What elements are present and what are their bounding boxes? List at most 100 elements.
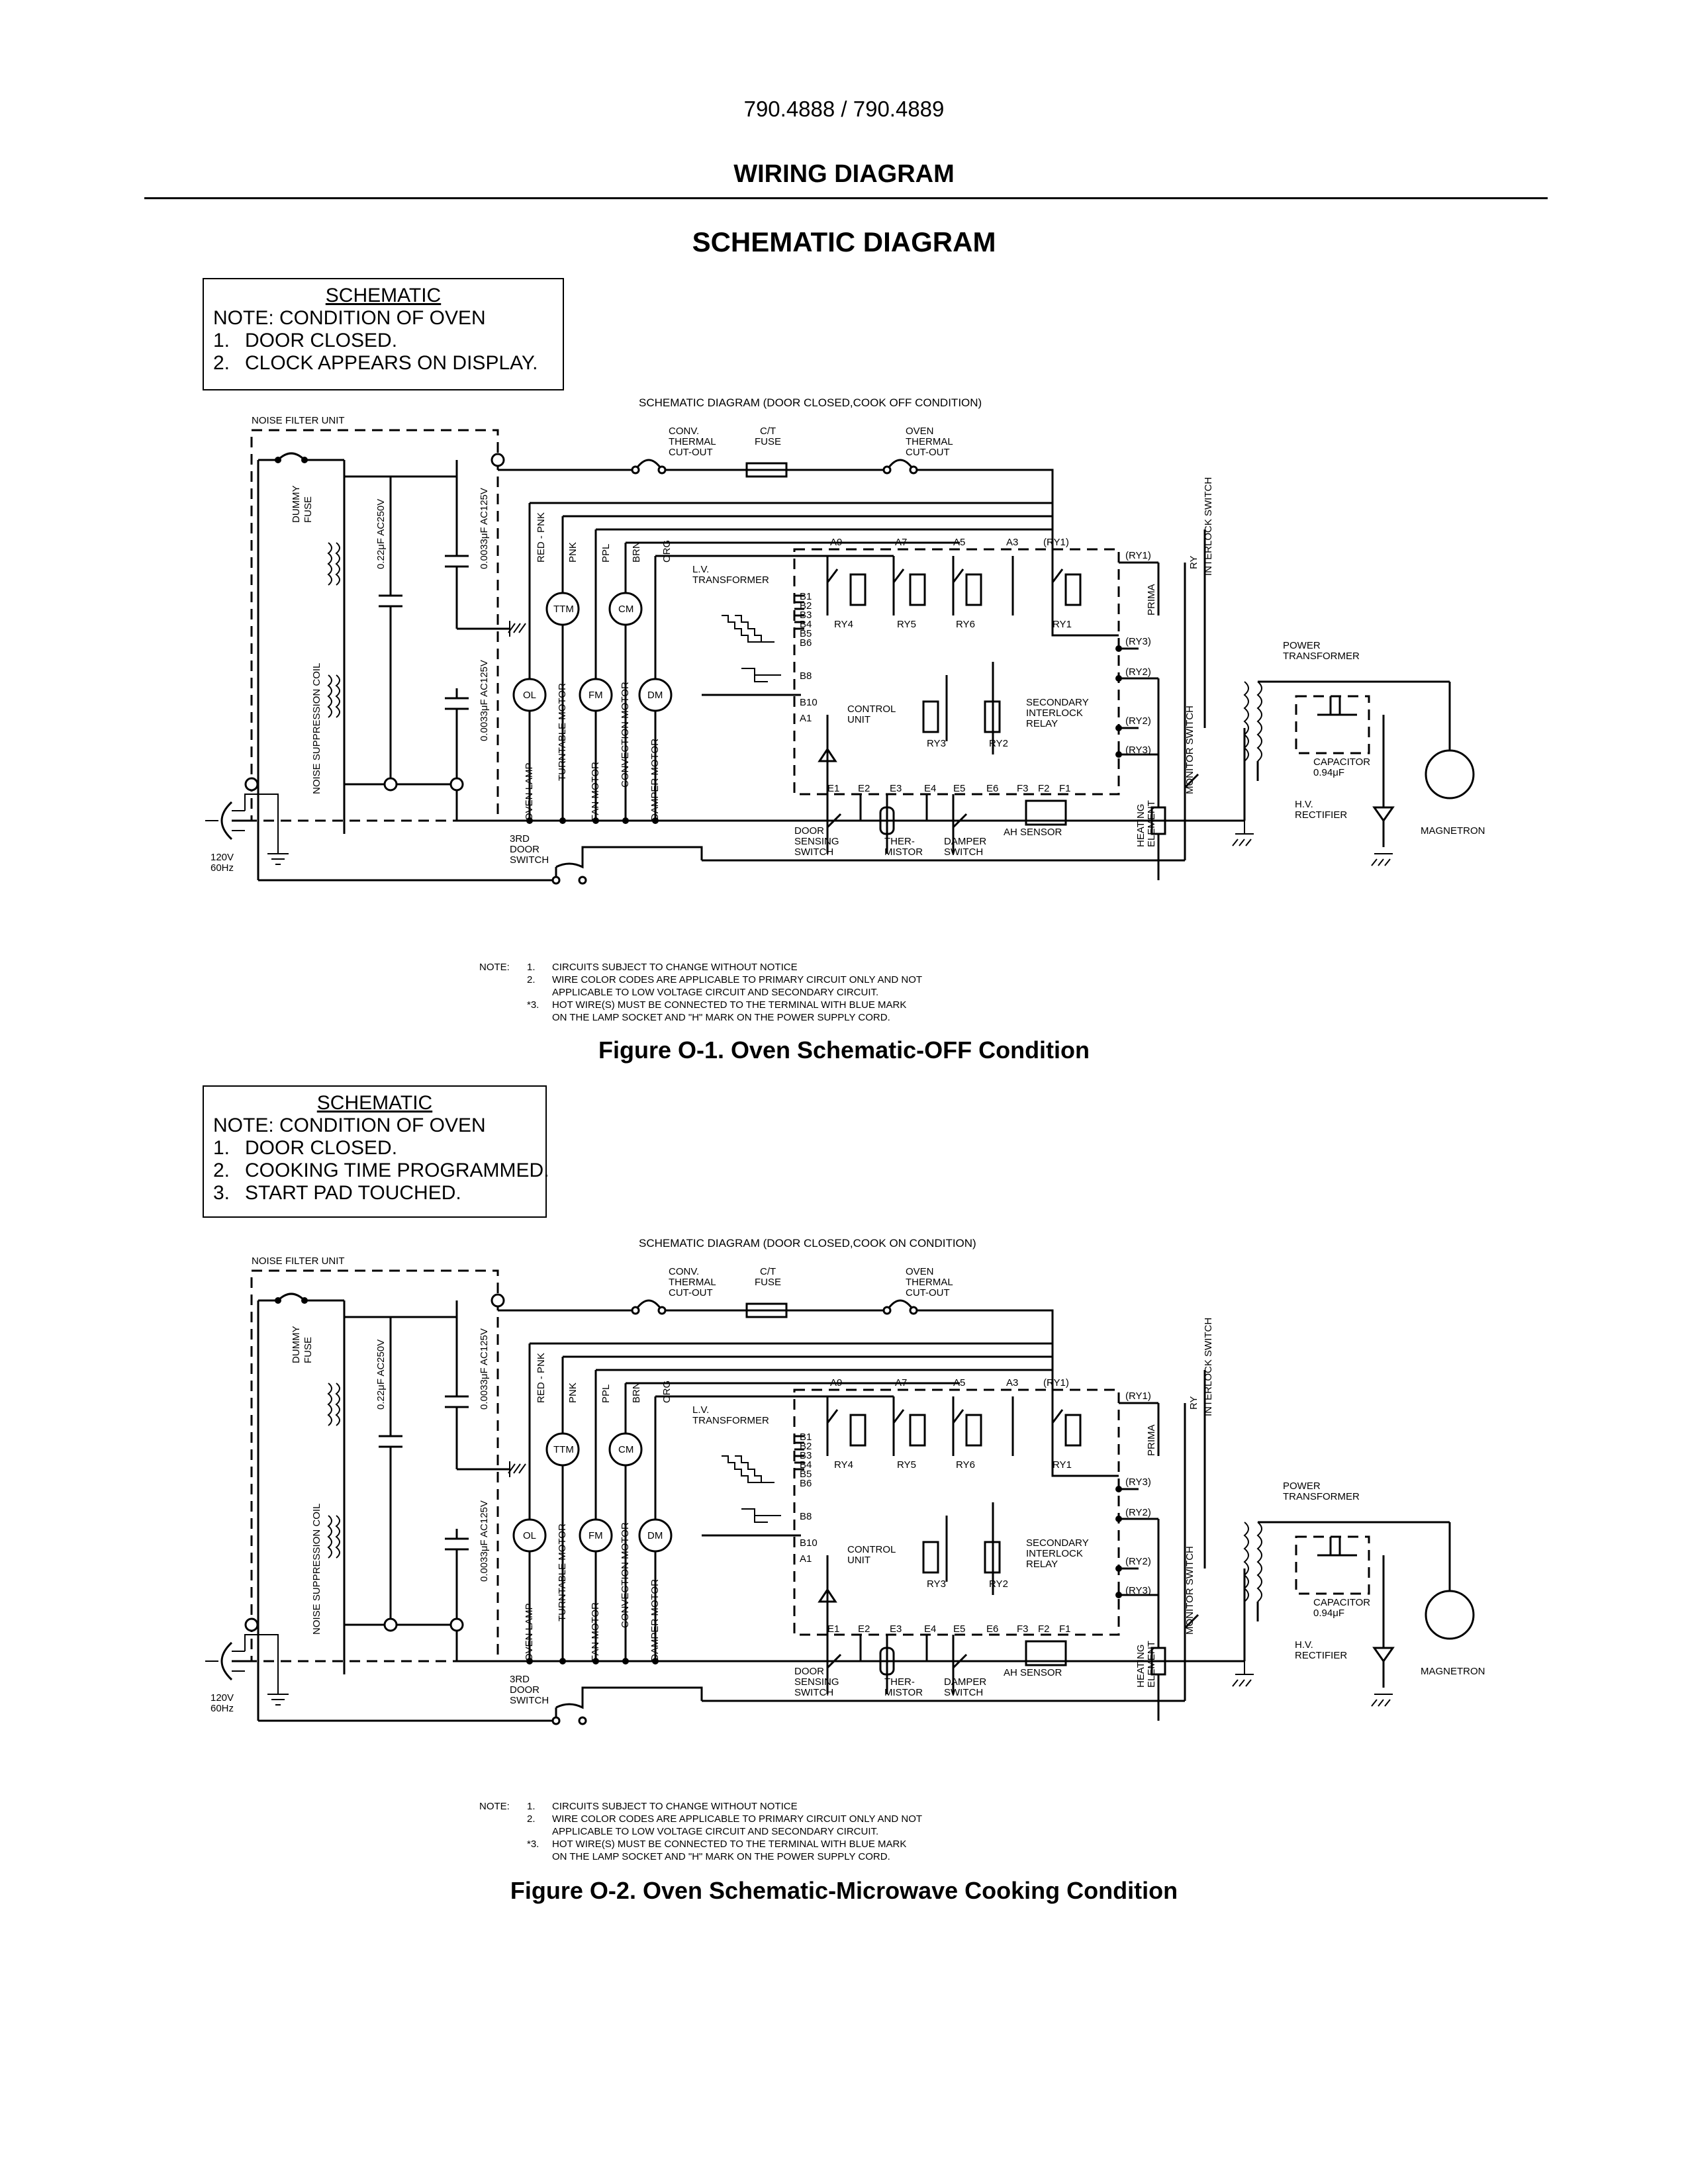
wire-color-label: BRN — [631, 541, 642, 563]
pin-label: E3 — [890, 783, 902, 794]
oven-label: CUT-OUT — [906, 1287, 950, 1298]
relay-ref: (RY3) — [1125, 1585, 1151, 1596]
ah-sensor-label: AH SENSOR — [1004, 827, 1062, 838]
terminal — [631, 1306, 640, 1315]
pin-label: A5 — [953, 537, 965, 548]
thermistor-icon — [879, 1647, 895, 1676]
turntable-motor-icon — [545, 1432, 580, 1467]
door-sensing-label: SWITCH — [794, 846, 833, 858]
wire-color-label: PNK — [567, 1383, 579, 1403]
motor-code: CM — [618, 604, 633, 615]
hv-capacitor-symbol — [1317, 696, 1357, 716]
terminal — [244, 1617, 259, 1632]
note-head: NOTE: CONDITION OF OVEN — [213, 307, 486, 329]
door-switch-label: DOOR — [510, 844, 539, 855]
control-unit-label: CONTROL — [847, 1544, 896, 1555]
pin-label: B5 — [800, 1469, 812, 1480]
figure-2: SCHEMATIC DIAGRAM (DOOR CLOSED,COOK ON C… — [0, 1237, 1688, 1873]
relay-label: RY2 — [989, 1578, 1008, 1590]
wire-color-label: RED - PNK — [536, 512, 547, 563]
schematic-diagram: SCHEMATIC DIAGRAM (DOOR CLOSED,COOK ON C… — [205, 1237, 1485, 1725]
voltage-label: 120V — [211, 1692, 234, 1704]
relay-coil-ry1 — [1064, 1414, 1082, 1447]
dummy-fuse-symbol — [277, 452, 306, 461]
note-number: 2. — [527, 1813, 536, 1825]
pin-label: B1 — [800, 591, 812, 602]
pin-label: E1 — [827, 783, 839, 794]
pin-label: F3 — [1017, 1623, 1029, 1635]
terminal — [449, 1617, 464, 1632]
note-item: 2.CLOCK APPEARS ON DISPLAY. — [213, 352, 553, 375]
wire — [232, 819, 557, 882]
wire — [945, 1502, 994, 1595]
motor-code: TTM — [553, 1444, 574, 1455]
node — [275, 457, 281, 463]
noise-filter-label: NOISE FILTER UNIT — [252, 1255, 345, 1267]
pin-label: E2 — [858, 1623, 870, 1635]
ground-icon — [508, 1461, 526, 1477]
oven-label: THERMAL — [906, 436, 953, 447]
node — [1115, 1592, 1122, 1598]
oven-label: THERMAL — [906, 1277, 953, 1288]
transformer-label: TRANSFORMER — [1283, 651, 1360, 662]
node — [526, 817, 533, 824]
terminal — [491, 453, 505, 467]
lv-label: L.V. — [692, 1404, 709, 1416]
oven-label: CUT-OUT — [906, 447, 950, 458]
note-number: 1. — [527, 1801, 536, 1812]
control-unit-box — [793, 548, 1120, 796]
capacitor-symbol — [379, 1435, 402, 1448]
wire — [457, 819, 1244, 862]
terminal — [383, 1617, 398, 1632]
thermistor-label: MISTOR — [884, 846, 923, 858]
terminal — [578, 1716, 587, 1725]
ground-icon — [1232, 1661, 1254, 1687]
ground-icon — [1232, 821, 1254, 846]
note-text: WIRE COLOR CODES ARE APPLICABLE TO PRIMA… — [552, 974, 923, 985]
note-text: CIRCUITS SUBJECT TO CHANGE WITHOUT NOTIC… — [552, 962, 798, 973]
control-unit-label: UNIT — [847, 714, 870, 725]
coil-symbol — [335, 674, 340, 718]
motor-code: OL — [523, 1530, 536, 1541]
note-number: 1. — [527, 962, 536, 973]
pin-label: B4 — [800, 619, 812, 630]
monitor-switch-label: MONITOR SWITCH — [1184, 705, 1196, 794]
cap-label: 0.0033μF AC125V — [479, 1328, 490, 1410]
relay-coil-ry2 — [984, 700, 1001, 733]
terminal — [882, 1306, 892, 1315]
note-text: HOT WIRE(S) MUST BE CONNECTED TO THE TER… — [552, 1839, 907, 1850]
node — [1115, 645, 1122, 652]
model-number: 790.4888 / 790.4889 — [743, 97, 945, 121]
dummy-label: DUMMY — [291, 485, 302, 523]
capacitor-symbol — [445, 555, 469, 710]
relay-coil-ry6 — [965, 1414, 982, 1447]
rectifier-label: RECTIFIER — [1295, 1650, 1347, 1661]
note-item-text: START PAD TOUCHED. — [245, 1182, 461, 1204]
pin-label: E2 — [858, 783, 870, 794]
relay-ref: (RY3) — [1125, 1477, 1151, 1488]
ct-label: C/T — [760, 426, 776, 437]
noise-filter-box — [250, 1269, 499, 1662]
wire — [1243, 1521, 1450, 1661]
sec-relay-label: RELAY — [1026, 1559, 1058, 1570]
wire — [344, 1316, 457, 1626]
capacitor-label: CAPACITOR — [1313, 756, 1370, 768]
diagram-title: SCHEMATIC DIAGRAM (DOOR CLOSED,COOK ON C… — [639, 1237, 976, 1250]
ah-sensor-icon — [1025, 799, 1067, 826]
lv-label: L.V. — [692, 564, 709, 575]
relay-coil-ry2 — [984, 1541, 1001, 1574]
sec-relay-label: SECONDARY — [1026, 697, 1089, 708]
relay-coil-ry3 — [922, 700, 939, 733]
pin-label: A5 — [953, 1377, 965, 1388]
node — [301, 1297, 308, 1304]
note-item: 3. START PAD TOUCHED. — [213, 1182, 536, 1205]
turntable-motor-icon — [545, 592, 580, 626]
wire — [826, 1635, 955, 1694]
capacitor-symbol — [379, 594, 402, 608]
wire — [945, 662, 994, 754]
note-text: CIRCUITS SUBJECT TO CHANGE WITHOUT NOTIC… — [552, 1801, 798, 1812]
door-switch-label: DOOR — [510, 1684, 539, 1696]
note-item-number: 3. — [213, 1182, 230, 1204]
pin-label: A9 — [830, 1377, 842, 1388]
node — [1115, 675, 1122, 682]
